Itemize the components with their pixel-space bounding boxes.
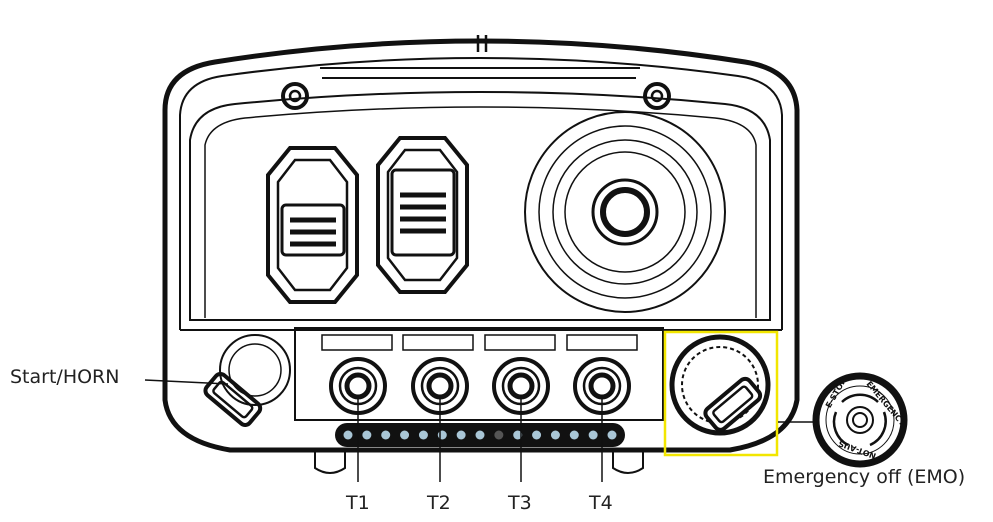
led-indicator xyxy=(588,430,598,440)
start-horn-knob xyxy=(203,334,291,427)
led-indicator xyxy=(550,430,560,440)
led-indicator xyxy=(400,430,410,440)
led-indicator xyxy=(437,430,447,440)
led-indicator xyxy=(475,430,485,440)
lever-2 xyxy=(376,136,469,294)
led-indicator xyxy=(343,430,353,440)
joystick xyxy=(524,111,726,313)
led-indicator xyxy=(513,430,523,440)
lower-body xyxy=(162,340,800,453)
screw-icon xyxy=(281,82,309,110)
led-indicator xyxy=(569,430,579,440)
handle-frame xyxy=(162,38,800,340)
led-indicator xyxy=(494,430,504,440)
lever-1 xyxy=(266,146,359,304)
emo-label: Emergency off (EMO) xyxy=(763,466,966,488)
emo-button-icon: E-STOP EMERGENCY NOT-AUS xyxy=(812,372,908,468)
t1-label: T1 xyxy=(346,492,370,514)
t2-label: T2 xyxy=(427,492,451,514)
led-indicator xyxy=(532,430,542,440)
emo-highlight-box xyxy=(663,330,779,457)
led-indicator xyxy=(607,430,617,440)
led-indicator xyxy=(362,430,372,440)
t4-label: T4 xyxy=(589,492,613,514)
led-indicator xyxy=(381,430,391,440)
top-panel xyxy=(189,91,771,321)
led-indicator xyxy=(418,430,428,440)
screw-icon xyxy=(643,82,671,110)
t3-label: T3 xyxy=(508,492,532,514)
emo-knob xyxy=(669,334,771,436)
start-horn-label: Start/HORN xyxy=(10,366,120,388)
led-indicator xyxy=(456,430,466,440)
